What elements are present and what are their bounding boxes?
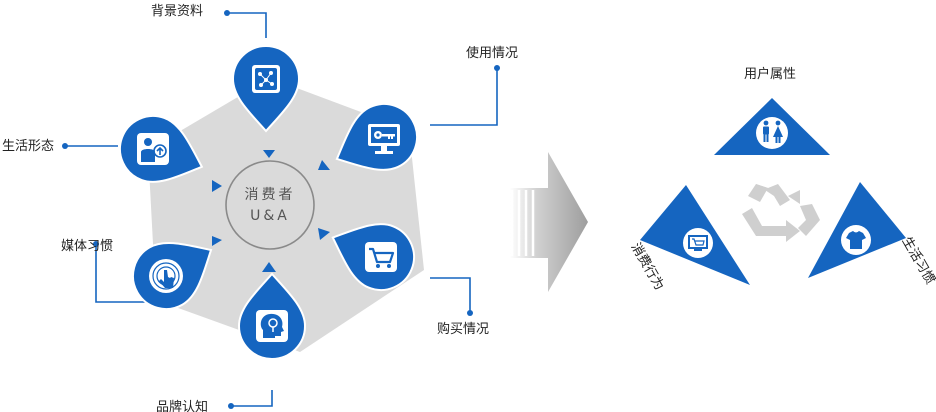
leader-dots	[62, 10, 500, 409]
label-user-attributes: 用户属性	[744, 66, 796, 82]
arrowhead-left-low	[212, 236, 222, 246]
arrowhead-top	[263, 150, 275, 158]
pin-media[interactable]	[121, 221, 228, 321]
network-doc-icon	[252, 65, 280, 93]
male-female-icon	[763, 120, 783, 143]
leader-usage	[430, 68, 498, 126]
shopping-cart-icon	[365, 242, 397, 272]
triangle-living-habits	[808, 182, 906, 278]
leader-background	[227, 12, 267, 38]
pin-purchase[interactable]	[320, 207, 424, 300]
label-usage: 使用情况	[466, 45, 518, 61]
pin-brand[interactable]	[237, 272, 307, 360]
label-living-habits: 生活习惯	[899, 234, 936, 287]
dot-background	[224, 10, 230, 16]
leader-purchase	[430, 277, 471, 313]
center-title: 消费者	[245, 187, 296, 203]
touch-hand-icon	[149, 259, 183, 293]
arrowhead-bottom	[262, 262, 276, 272]
arrowhead-right	[318, 228, 330, 240]
label-purchase: 购买情况	[437, 321, 489, 337]
recycle-loop-icon	[742, 184, 820, 242]
person-growth-icon	[137, 133, 169, 165]
center-subtitle: U&A	[250, 208, 290, 224]
triangle-user-attributes	[714, 98, 830, 155]
arrowhead-top-right	[318, 160, 330, 170]
triangle-consumer-behavior	[640, 185, 750, 285]
tshirt-icon	[846, 231, 866, 249]
dot-usage	[494, 65, 500, 71]
cart-screen-icon	[688, 235, 708, 251]
inner-arrows	[212, 150, 330, 272]
leader-lines	[65, 12, 498, 407]
pin-usage[interactable]	[323, 93, 428, 189]
leader-media	[95, 244, 148, 303]
leader-brand	[231, 390, 273, 407]
dot-brand	[228, 403, 234, 409]
pin-lifestyle[interactable]	[111, 107, 213, 198]
label-media: 媒体习惯	[61, 238, 113, 254]
center-circle	[225, 160, 315, 250]
dot-lifestyle	[62, 143, 68, 149]
monitor-key-icon	[368, 124, 400, 154]
label-background: 背景资料	[151, 4, 203, 19]
arrowhead-left-up	[212, 180, 222, 192]
label-lifestyle: 生活形态	[2, 139, 54, 154]
dot-purchase	[467, 310, 473, 316]
label-brand: 品牌认知	[156, 399, 208, 412]
pin-background[interactable]	[231, 45, 301, 133]
dot-media	[93, 241, 99, 247]
head-brain-icon	[256, 310, 288, 342]
transition-arrow	[510, 152, 588, 292]
